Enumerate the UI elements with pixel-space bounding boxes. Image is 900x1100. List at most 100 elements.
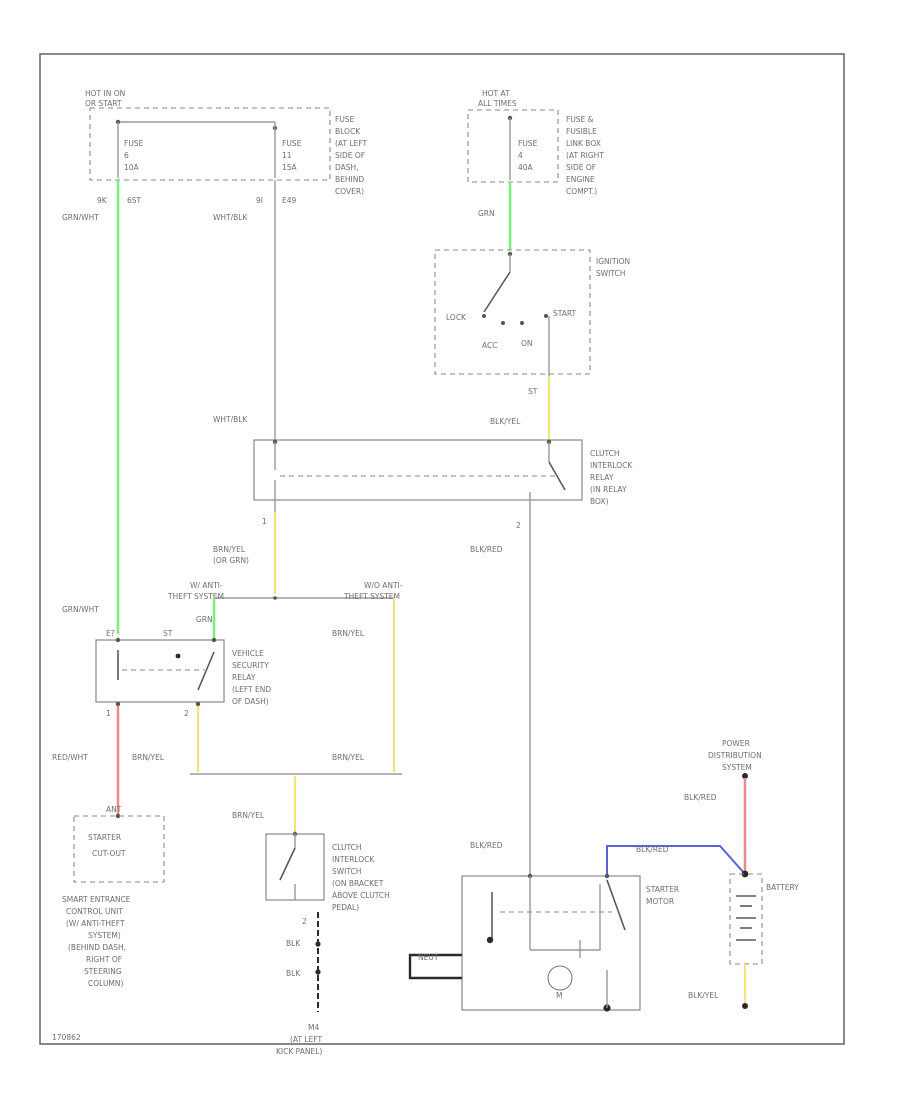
clutch-relay-outline bbox=[253, 439, 583, 501]
security-relay-ground-dot bbox=[175, 653, 181, 659]
clutch-switch-label-3: SWITCH bbox=[332, 867, 361, 876]
fusible-link-desc-4: (AT RIGHT bbox=[566, 151, 604, 160]
starter-motor-label-1: STARTER bbox=[646, 885, 679, 894]
security-relay-node-2 bbox=[211, 637, 217, 643]
security-relay-label-5: OF DASH) bbox=[232, 697, 269, 706]
clutch-relay-label-4: (IN RELAY bbox=[590, 485, 627, 494]
clutch-switch-label-5: ABOVE CLUTCH bbox=[332, 891, 390, 900]
fuse-11-label-3: 15A bbox=[282, 163, 298, 172]
starter-motor-term: NEUT bbox=[418, 953, 439, 962]
fuse-block-desc-2: BLOCK bbox=[335, 127, 361, 136]
ignition-switch-label-1: IGNITION bbox=[596, 257, 630, 266]
battery-pds-node bbox=[742, 773, 748, 779]
clutch-relay-blade bbox=[548, 461, 566, 491]
fusible-link-desc-5: SIDE OF bbox=[566, 163, 596, 172]
security-relay-blade-right bbox=[197, 651, 215, 691]
clutch-switch-label-2: INTERLOCK bbox=[332, 855, 375, 864]
fusible-link-desc-6: ENGINE bbox=[566, 175, 595, 184]
starter-cutout-node bbox=[115, 813, 121, 819]
theft-wo-label-2: THEFT SYSTEM bbox=[343, 592, 400, 601]
fuse-6-label-2: 6 bbox=[124, 151, 129, 160]
fusible-link-hot-label-2: ALL TIMES bbox=[478, 99, 517, 108]
security-relay-label-1: VEHICLE bbox=[232, 649, 264, 658]
security-relay-pin-2: 2 bbox=[184, 709, 189, 718]
ignition-start: START bbox=[553, 309, 577, 318]
wire-label-blk-red-1: BLK/RED bbox=[470, 545, 503, 554]
fuse-block-pin-1: 9K bbox=[97, 196, 108, 205]
wire-label-blk-red-4: BLK/RED bbox=[636, 845, 669, 854]
blk-connector-1 bbox=[315, 941, 321, 947]
ground-label-2: (AT LEFT bbox=[290, 1035, 323, 1044]
ignition-switch-label-2: SWITCH bbox=[596, 269, 625, 278]
battery-pds-2: DISTRIBUTION bbox=[708, 751, 762, 760]
theft-split-node bbox=[273, 596, 277, 600]
clutch-interlock-switch: CLUTCH INTERLOCK SWITCH (ON BRACKET ABOV… bbox=[265, 831, 390, 926]
fuse-block-hot-label-1: HOT IN ON bbox=[85, 89, 125, 98]
wire-label-wht-blk-1: WHT/BLK bbox=[213, 213, 248, 222]
fuse-11-label-1: FUSE bbox=[282, 139, 302, 148]
clutch-relay-pin-1: 1 bbox=[262, 517, 267, 526]
ignition-lock: LOCK bbox=[446, 313, 467, 322]
clutch-switch-blade bbox=[279, 847, 296, 881]
starter-motor-dot-1 bbox=[486, 936, 494, 944]
starter-cutout-pin: ANT bbox=[106, 805, 122, 814]
ignition-switch-blade bbox=[483, 271, 511, 313]
starter-cutout: ANT STARTER CUT-OUT SMART ENTRANCE CONTR… bbox=[62, 805, 165, 988]
starter-motor-outline bbox=[461, 875, 641, 1011]
fuse-block-hot-label-2: OR START bbox=[85, 99, 122, 108]
fusible-link-desc-1: FUSE & bbox=[566, 115, 594, 124]
starter-cutout-desc-7: STEERING bbox=[84, 967, 122, 976]
security-relay-pin-1: 1 bbox=[106, 709, 111, 718]
wire-label-blk-1: BLK bbox=[286, 939, 301, 948]
wire-label-grn-1: GRN bbox=[478, 209, 495, 218]
starter-cutout-label-2: CUT-OUT bbox=[92, 849, 126, 858]
ground-label-3: KICK PANEL) bbox=[276, 1047, 322, 1056]
wire-label-blk-red-2: BLK/RED bbox=[470, 841, 503, 850]
fuse-block-pin-1b: 6ST bbox=[127, 196, 142, 205]
fusible-link-desc-3: LINK BOX bbox=[566, 139, 601, 148]
ignition-acc: ACC bbox=[482, 341, 497, 350]
fuse-block-desc-6: BEHIND bbox=[335, 175, 364, 184]
security-relay-label-2: SECURITY bbox=[232, 661, 269, 670]
fusible-link-fuse-2: 4 bbox=[518, 151, 523, 160]
blk-connector-2 bbox=[315, 969, 321, 975]
starter-motor-node-b bbox=[604, 873, 610, 879]
battery-outline bbox=[729, 873, 763, 965]
starter-motor-armature bbox=[547, 965, 573, 991]
battery: POWER DISTRIBUTION SYSTEM BLK/RED BLK/RE… bbox=[606, 739, 799, 1009]
ignition-contact-start bbox=[544, 314, 548, 318]
wire-label-wht-blk-2: WHT/BLK bbox=[213, 415, 248, 424]
wire-label-blk-yel-2: BLK/YEL bbox=[688, 991, 719, 1000]
fuse-11-label-2: 11 bbox=[282, 151, 292, 160]
starter-motor-blade-right bbox=[606, 879, 626, 931]
clutch-interlock-relay: CLUTCH INTERLOCK RELAY (IN RELAY BOX) 1 … bbox=[253, 439, 633, 530]
security-relay-pin-top: E? bbox=[106, 629, 115, 638]
battery-plus-node bbox=[741, 870, 749, 878]
wire-label-blk-red-3: BLK/RED bbox=[684, 793, 717, 802]
wire-label-grn-wht-1: GRN/WHT bbox=[62, 213, 99, 222]
clutch-relay-pin-2: 2 bbox=[516, 521, 521, 530]
clutch-switch-pin: 2 bbox=[302, 917, 307, 926]
ignition-contact-acc bbox=[501, 321, 505, 325]
ignition-pin-st: ST bbox=[528, 387, 538, 396]
diagram-frame bbox=[39, 53, 845, 1045]
wire-label-brn-yel-5: BRN/YEL bbox=[232, 811, 265, 820]
battery-label: BATTERY bbox=[766, 883, 799, 892]
ignition-contact-lock bbox=[482, 314, 486, 318]
starter-cutout-desc-8: COLUMN) bbox=[88, 979, 124, 988]
fusible-link-desc-7: COMPT.) bbox=[566, 187, 597, 196]
fusible-link-fuse-3: 40A bbox=[518, 163, 534, 172]
clutch-switch-label-6: PEDAL) bbox=[332, 903, 359, 912]
ground-label-1: M4 bbox=[308, 1023, 319, 1032]
starter-cutout-desc-3: (W/ ANTI-THEFT bbox=[66, 919, 125, 928]
ignition-on: ON bbox=[521, 339, 533, 348]
fuse-block-desc-7: COVER) bbox=[335, 187, 364, 196]
fuse-block-desc-4: SIDE OF bbox=[335, 151, 365, 160]
security-relay-node-4 bbox=[195, 701, 201, 707]
wire-blk-red-battery bbox=[606, 845, 746, 875]
starter-motor-m: M bbox=[556, 991, 562, 1000]
fusible-link-outline bbox=[467, 109, 559, 183]
fusible-link-box: HOT AT ALL TIMES FUSE 4 40A FUSE & FUSIB… bbox=[467, 89, 604, 196]
fusible-link-desc-2: FUSIBLE bbox=[566, 127, 597, 136]
